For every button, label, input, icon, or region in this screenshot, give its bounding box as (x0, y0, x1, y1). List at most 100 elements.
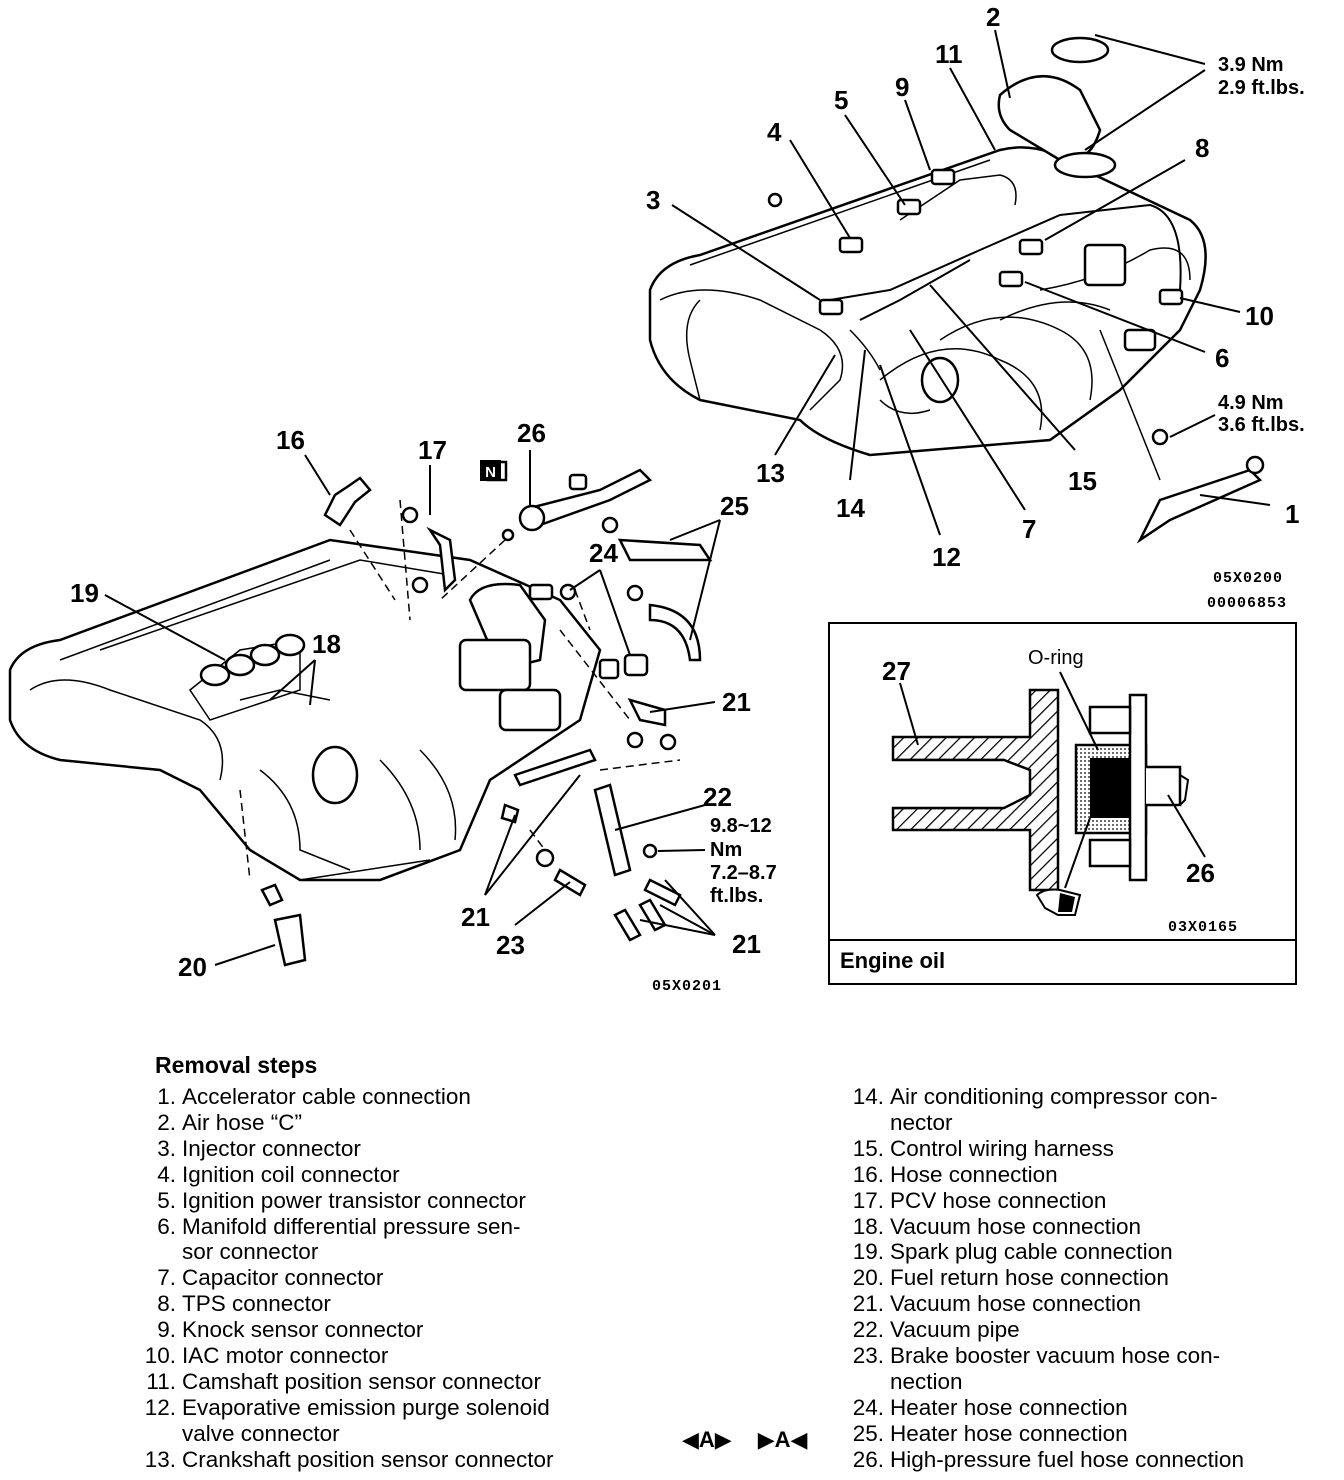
step-text: Air hose “C” (182, 1109, 303, 1135)
removal-step: 16.Hose connection (690, 1162, 1330, 1188)
svg-text:N: N (485, 464, 496, 481)
step-number: 22. (852, 1317, 884, 1343)
removal-step: 7.Capacitor connector (0, 1265, 660, 1291)
removal-step: 9.Knock sensor connector (0, 1317, 660, 1343)
step-text: Crankshaft position sensor connector (182, 1446, 554, 1472)
step-number: 25. (852, 1420, 884, 1446)
step-number: 24. (852, 1394, 884, 1420)
step-text: Vacuum hose connection (890, 1213, 1141, 1239)
step-text: Vacuum pipe (890, 1317, 1020, 1343)
removal-steps-right-column: 14.Air conditioning compressor con- nect… (690, 1084, 1330, 1473)
step-text: Control wiring harness (890, 1135, 1114, 1161)
figure-codes: 05X0200 00006853 05X0201 (652, 570, 1287, 995)
step-text: Capacitor connector (182, 1265, 384, 1291)
callout-21-right: 21 (732, 929, 761, 959)
removal-step: 21.Vacuum hose connection (690, 1291, 1330, 1317)
callout-5: 5 (834, 85, 848, 115)
step-number: 7. (157, 1265, 176, 1291)
torque-mid-nm: 4.9 Nm (1218, 392, 1284, 414)
callout-13: 13 (756, 458, 785, 488)
code-upper-1: 05X0200 (1213, 570, 1283, 587)
step-text: IAC motor connector (182, 1343, 389, 1369)
step-text: Camshaft position sensor connector (182, 1368, 541, 1394)
removal-step: 3.Injector connector (0, 1136, 660, 1162)
torque-top-ftlbs: 2.9 ft.lbs. (1218, 77, 1305, 99)
marker-a-outward: ◀A▶ (682, 1427, 732, 1452)
step-text: Ignition coil connector (182, 1161, 400, 1187)
callout-3: 3 (646, 185, 660, 215)
removal-steps-title: Removal steps (155, 1052, 318, 1078)
callout-1: 1 (1285, 499, 1299, 529)
removal-step: 20.Fuel return hose connection (690, 1265, 1330, 1291)
callout-11: 11 (935, 39, 963, 69)
torque-mid-ftlbs: 3.6 ft.lbs. (1218, 414, 1305, 436)
callout-26: 26 (517, 418, 546, 448)
callout-4: 4 (767, 117, 782, 147)
n-marker: N (480, 460, 501, 481)
callout-25: 25 (720, 491, 749, 521)
step-number: 3. (157, 1135, 176, 1161)
oring-label: O-ring (1028, 647, 1084, 669)
marker-a-inward: ▶A◀ (757, 1427, 808, 1452)
step-text: Brake booster vacuum hose con- nection (890, 1343, 1221, 1394)
engine-oil-inset: 27 26 O-ring 03X0165 Engine oil (828, 622, 1297, 985)
callout-20: 20 (178, 952, 207, 982)
removal-step: 6.Manifold differential pressure sen- so… (0, 1214, 660, 1266)
callout-10: 10 (1245, 301, 1274, 331)
removal-step: 13.Crankshaft position sensor connector (0, 1447, 660, 1473)
torque-low-line4: ft.lbs. (710, 885, 763, 907)
removal-step: 18.Vacuum hose connection (690, 1214, 1330, 1240)
step-text: Knock sensor connector (182, 1317, 424, 1343)
torque-top-nm: 3.9 Nm (1218, 54, 1284, 76)
removal-step: 1.Accelerator cable connection (0, 1084, 660, 1110)
callout-6: 6 (1215, 343, 1229, 373)
inset-callout-27: 27 (882, 656, 911, 686)
torque-specs: 3.9 Nm 2.9 ft.lbs. 4.9 Nm 3.6 ft.lbs. 9.… (710, 54, 1305, 907)
code-upper-2: 00006853 (1207, 595, 1287, 612)
service-markers: ◀A▶ ▶A◀ (682, 1427, 807, 1453)
callout-9: 9 (895, 72, 909, 102)
step-number: 15. (852, 1135, 884, 1161)
lower-engine-drawing (8, 460, 713, 967)
step-text: Ignition power transistor connector (182, 1187, 526, 1213)
removal-step: 23.Brake booster vacuum hose con- nectio… (690, 1343, 1330, 1395)
removal-step: 24.Heater hose connection (690, 1395, 1330, 1421)
step-number: 8. (157, 1291, 176, 1317)
step-number: 9. (157, 1317, 176, 1343)
step-text: Air conditioning compressor con- nector (890, 1084, 1218, 1135)
callout-15: 15 (1068, 466, 1097, 496)
step-text: Heater hose connection (890, 1420, 1128, 1446)
removal-step: 4.Ignition coil connector (0, 1162, 660, 1188)
upper-leader-lines (671, 29, 1271, 536)
step-text: PCV hose connection (890, 1187, 1107, 1213)
step-number: 13. (144, 1446, 176, 1472)
step-number: 18. (852, 1213, 884, 1239)
step-text: Fuel return hose connection (890, 1265, 1169, 1291)
step-text: TPS connector (182, 1291, 331, 1317)
step-number: 2. (157, 1109, 176, 1135)
callout-19: 19 (70, 578, 99, 608)
callout-21-upper: 21 (722, 687, 751, 717)
removal-steps: Removal steps 1.Accelerator cable connec… (0, 1040, 1344, 1480)
step-number: 21. (852, 1291, 884, 1317)
lower-leader-lines (104, 450, 721, 966)
removal-step: 5.Ignition power transistor connector (0, 1188, 660, 1214)
callout-17: 17 (418, 435, 447, 465)
step-number: 4. (157, 1161, 176, 1187)
step-number: 1. (157, 1084, 176, 1109)
step-text: Hose connection (890, 1161, 1058, 1187)
step-number: 11. (146, 1368, 176, 1394)
step-number: 16. (852, 1161, 884, 1187)
callout-numbers: 2 11 9 5 4 3 8 10 6 1 13 14 15 7 12 16 1… (70, 2, 1299, 982)
engine-removal-diagram: 2 11 9 5 4 3 8 10 6 1 13 14 15 7 12 16 1… (8, 2, 1305, 995)
callout-23: 23 (496, 930, 525, 960)
torque-low-line3: 7.2–8.7 (710, 862, 777, 884)
step-text: Accelerator cable connection (182, 1084, 471, 1109)
callout-22: 22 (703, 782, 732, 812)
step-number: 5. (157, 1187, 176, 1213)
callout-12: 12 (932, 542, 961, 572)
step-text: Heater hose connection (890, 1394, 1128, 1420)
code-lower: 05X0201 (652, 978, 722, 995)
step-number: 10. (144, 1343, 176, 1369)
